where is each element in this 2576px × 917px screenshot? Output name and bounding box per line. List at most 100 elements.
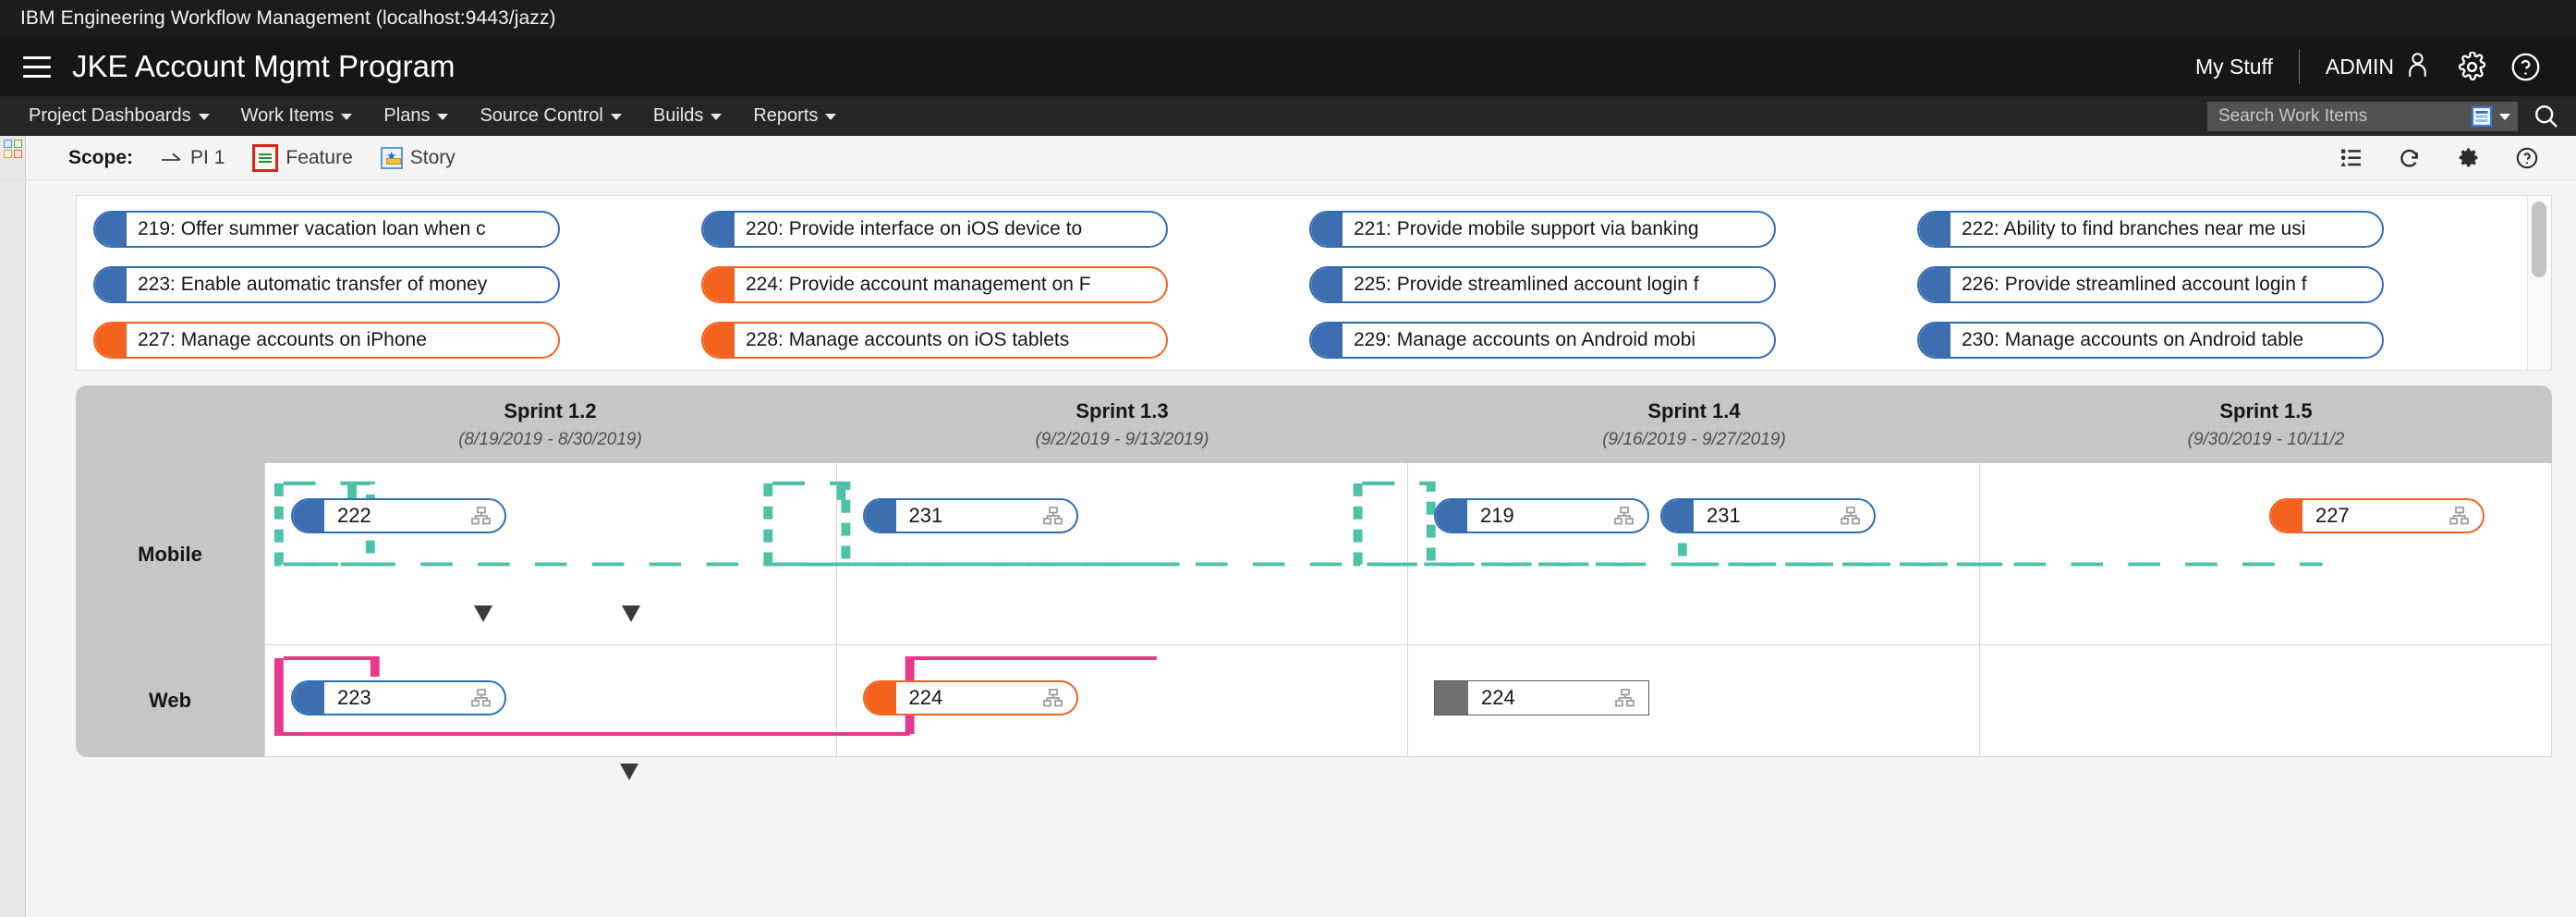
plan-card-id: 231: [1707, 504, 1741, 527]
plan-cell-web-sprint15[interactable]: [1980, 645, 2552, 756]
hierarchy-icon[interactable]: [1614, 500, 1647, 532]
plan-card-227[interactable]: 227: [2269, 498, 2485, 533]
lane-grid: 222: [264, 463, 2552, 757]
plan-card-231-a[interactable]: 231: [862, 498, 1078, 533]
plan-cell-mobile-sprint13[interactable]: 231: [837, 463, 1408, 644]
user-name-label: ADMIN: [2325, 54, 2394, 79]
card-color-tag: [1311, 213, 1343, 246]
nav-item-work-items[interactable]: Work Items: [225, 96, 369, 136]
backlog-card-222[interactable]: 222: Ability to find branches near me us…: [1917, 211, 2384, 248]
hierarchy-icon[interactable]: [2449, 500, 2483, 532]
nav-item-reports[interactable]: Reports: [737, 96, 852, 136]
backlog-card-223[interactable]: 223: Enable automatic transfer of money: [93, 266, 560, 303]
backlog-scrollbar[interactable]: [2527, 196, 2551, 370]
nav-item-source-control[interactable]: Source Control: [464, 96, 637, 136]
plan-cell-web-sprint14[interactable]: 224: [1408, 645, 1980, 756]
plan-card-231-b[interactable]: 231: [1660, 498, 1876, 533]
nav-item-builds[interactable]: Builds: [638, 96, 737, 136]
chevron-down-icon[interactable]: [2499, 112, 2510, 120]
help-circle-icon[interactable]: [2498, 40, 2552, 93]
plan-cell-mobile-sprint15[interactable]: 227: [1980, 463, 2552, 644]
iteration-arrow-icon: [161, 152, 183, 165]
backlog-card-230[interactable]: 230: Manage accounts on Android table: [1917, 322, 2384, 359]
view-options-icon[interactable]: [2339, 146, 2363, 169]
plan-cell-web-sprint13[interactable]: 224: [837, 645, 1408, 756]
scope-chip-feature[interactable]: Feature: [252, 143, 353, 172]
lane-label-mobile: Mobile: [138, 542, 202, 566]
plan-cell-mobile-sprint14[interactable]: 219: [1408, 463, 1980, 644]
app-header: JKE Account Mgmt Program My Stuff ADMIN: [0, 37, 2576, 96]
hierarchy-icon[interactable]: [471, 500, 504, 532]
nav-item-project-dashboards[interactable]: Project Dashboards: [13, 96, 225, 136]
my-stuff-link[interactable]: My Stuff: [2194, 54, 2273, 79]
hamburger-icon[interactable]: [17, 48, 57, 85]
plan-card-id: 227: [2315, 504, 2350, 527]
plan-body: Mobile Web: [76, 463, 2552, 757]
card-color-tag: [293, 682, 324, 714]
backlog-card-label: 225: Provide streamlined account login f: [1354, 274, 1699, 295]
browser-title-bar: IBM Engineering Workflow Management (loc…: [0, 0, 2576, 37]
nav-item-plans[interactable]: Plans: [368, 96, 464, 136]
plan-card-224[interactable]: 224: [862, 680, 1078, 715]
plan-card-224-ghost[interactable]: 224: [1434, 680, 1649, 715]
nav-label: Work Items: [240, 105, 334, 126]
hierarchy-icon[interactable]: [1042, 682, 1076, 714]
search-area: Search Work Items: [2207, 101, 2559, 131]
sprint-header-1-4[interactable]: Sprint 1.4 (9/16/2019 - 9/27/2019): [1408, 385, 1980, 463]
gear-icon[interactable]: [2445, 40, 2498, 93]
plan-cell-mobile-sprint12[interactable]: 222: [265, 463, 837, 644]
backlog-card-221[interactable]: 221: Provide mobile support via banking: [1309, 211, 1776, 248]
feature-icon: [252, 143, 279, 172]
sprint-dates: (8/19/2019 - 8/30/2019): [458, 429, 642, 449]
lane-label-column: Mobile Web: [76, 463, 264, 757]
hierarchy-icon[interactable]: [1615, 681, 1648, 715]
scrollbar-thumb[interactable]: [2532, 202, 2546, 277]
hierarchy-icon[interactable]: [1841, 500, 1874, 532]
sprint-header-1-2[interactable]: Sprint 1.2 (8/19/2019 - 8/30/2019): [264, 385, 836, 463]
settings-gear-icon[interactable]: [2457, 146, 2480, 169]
card-color-tag: [95, 268, 127, 301]
backlog-card-227[interactable]: 227: Manage accounts on iPhone: [93, 322, 560, 359]
user-menu[interactable]: ADMIN: [2303, 51, 2445, 83]
card-color-tag: [293, 500, 324, 532]
sprint-header-1-3[interactable]: Sprint 1.3 (9/2/2019 - 9/13/2019): [836, 385, 1408, 463]
search-input[interactable]: Search Work Items: [2207, 101, 2518, 131]
backlog-card-label: 219: Offer summer vacation loan when c: [138, 218, 486, 239]
story-icon: [380, 146, 403, 169]
sprint-header-1-5[interactable]: Sprint 1.5 (9/30/2019 - 10/11/2: [1980, 385, 2552, 463]
card-color-tag: [1436, 500, 1467, 532]
sprint-dates: (9/30/2019 - 10/11/2: [2187, 429, 2345, 449]
backlog-card-219[interactable]: 219: Offer summer vacation loan when c: [93, 211, 560, 248]
sprint-name: Sprint 1.2: [504, 398, 597, 422]
backlog-card-220[interactable]: 220: Provide interface on iOS device to: [701, 211, 1168, 248]
backlog-card-229[interactable]: 229: Manage accounts on Android mobi: [1309, 322, 1776, 359]
grid-view-icon[interactable]: [3, 140, 22, 158]
plan-cell-web-sprint12[interactable]: 223: [265, 645, 837, 756]
backlog-card-224[interactable]: 224: Provide account management on F: [701, 266, 1168, 303]
search-icon[interactable]: [2533, 103, 2559, 129]
plan-card-219[interactable]: 219: [1434, 498, 1649, 533]
help-icon[interactable]: [2515, 146, 2539, 170]
backlog-card-228[interactable]: 228: Manage accounts on iOS tablets: [701, 322, 1168, 359]
scope-chip-pi1[interactable]: PI 1: [161, 147, 225, 169]
chevron-down-icon: [711, 114, 723, 120]
lane-row-mobile: 222: [265, 463, 2551, 645]
scope-label: Scope:: [68, 146, 134, 168]
hierarchy-icon[interactable]: [471, 682, 504, 714]
backlog-card-226[interactable]: 226: Provide streamlined account login f: [1917, 266, 2384, 303]
hierarchy-icon[interactable]: [1042, 500, 1076, 532]
browser-title-text: IBM Engineering Workflow Management (loc…: [20, 7, 556, 29]
sprint-name: Sprint 1.3: [1075, 398, 1169, 422]
refresh-icon[interactable]: [2398, 146, 2422, 170]
nav-label: Builds: [652, 105, 704, 126]
work-item-type-icon[interactable]: [2472, 105, 2492, 127]
backlog-card-225[interactable]: 225: Provide streamlined account login f: [1309, 266, 1776, 303]
card-color-tag: [703, 324, 735, 357]
workspace: 219: Offer summer vacation loan when c 2…: [0, 180, 2576, 917]
plan-card-222[interactable]: 222: [291, 498, 506, 533]
scope-chip-story[interactable]: Story: [380, 146, 456, 169]
backlog-card-label: 222: Ability to find branches near me us…: [1962, 218, 2306, 239]
card-color-tag: [1311, 324, 1343, 357]
plan-corner-cell: [76, 385, 264, 463]
plan-card-223[interactable]: 223: [291, 680, 506, 715]
